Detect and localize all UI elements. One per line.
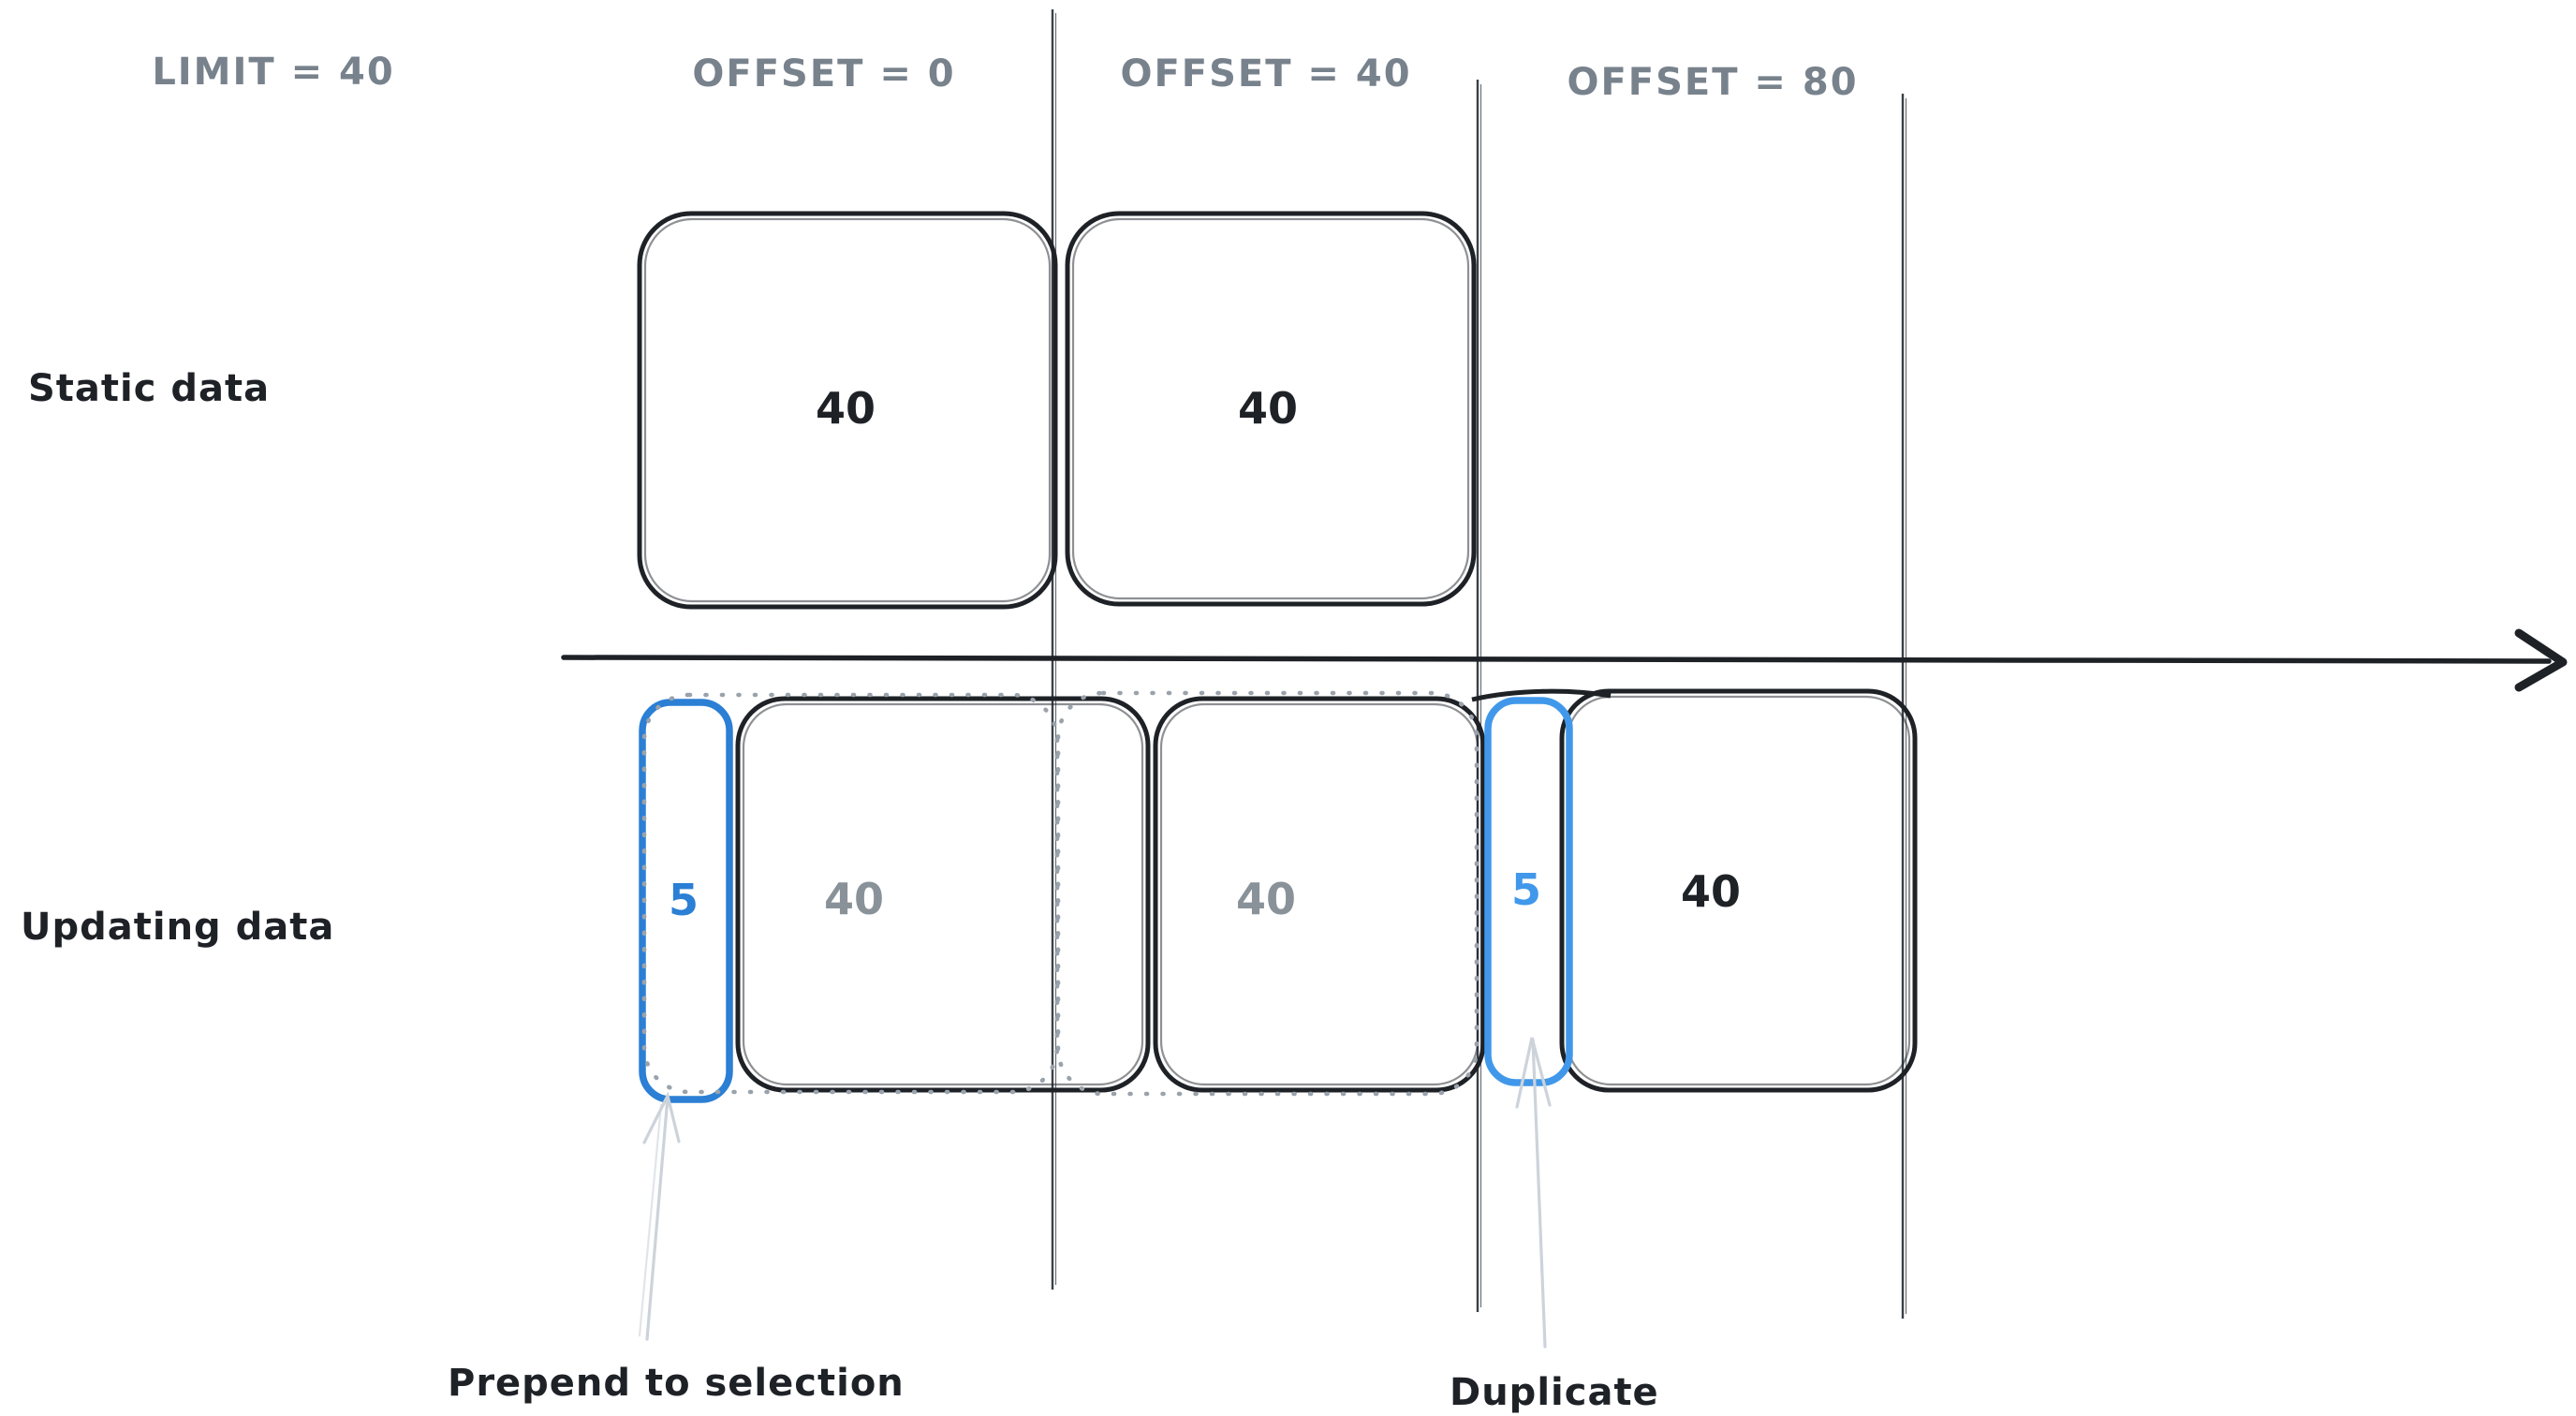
previous-window-outline-1 — [641, 692, 1060, 1095]
previous-window-outline-2 — [1055, 690, 1479, 1097]
static-page-1-box — [637, 211, 1058, 610]
updating-row-label: Updating data — [21, 906, 334, 949]
duplicate-annotation-arrowhead-icon — [1515, 1037, 1552, 1109]
static-row-label: Static data — [28, 367, 270, 410]
updating-page-2-box-sketch — [1159, 702, 1479, 1086]
offset-0-label: OFFSET = 0 — [692, 52, 955, 96]
arrowhead-icon — [2514, 628, 2568, 692]
timeline-axis-arrow — [561, 628, 2568, 692]
updating-page-3-top-overlap-stroke — [1471, 688, 1612, 702]
static-page-1-value: 40 — [816, 383, 876, 434]
updating-page-1-box-sketch — [742, 702, 1144, 1086]
static-page-2-box-sketch — [1071, 217, 1470, 600]
static-page-1-box-sketch — [643, 217, 1052, 603]
static-data-row: 40 40 — [637, 211, 1477, 610]
prepend-annotation-label: Prepend to selection — [448, 1362, 905, 1405]
duplicate-annotation-arrow-shaft — [1531, 1038, 1547, 1349]
duplicate-annotation-label: Duplicate — [1450, 1371, 1659, 1414]
duplicate-items-value: 5 — [1511, 864, 1541, 915]
limit-label: LIMIT = 40 — [152, 51, 394, 94]
prepend-annotation-arrow-shaft-echo — [638, 1103, 663, 1337]
offset-80-label: OFFSET = 80 — [1567, 61, 1858, 104]
offset-dividers — [1051, 9, 1907, 1319]
prepended-items-value: 5 — [669, 875, 699, 925]
updating-page-1-value: 40 — [824, 874, 884, 924]
timeline-axis-shaft — [561, 655, 2552, 664]
updating-data-row: 40 40 40 5 5 — [639, 688, 1918, 1103]
updating-page-3-value: 40 — [1681, 866, 1741, 917]
updating-page-1-box — [735, 696, 1151, 1093]
updating-page-3-box — [1559, 688, 1918, 1093]
static-page-2-value: 40 — [1238, 383, 1298, 434]
static-page-2-box — [1065, 211, 1477, 607]
updating-page-2-box — [1153, 696, 1486, 1093]
duplicate-items-box — [1484, 697, 1573, 1086]
prepend-annotation-arrowhead-icon — [642, 1091, 681, 1144]
offset-40-label: OFFSET = 40 — [1120, 52, 1411, 96]
updating-page-2-value: 40 — [1236, 874, 1296, 924]
prepend-annotation-arrow-shaft — [645, 1096, 670, 1341]
annotation-arrows — [638, 1037, 1552, 1349]
